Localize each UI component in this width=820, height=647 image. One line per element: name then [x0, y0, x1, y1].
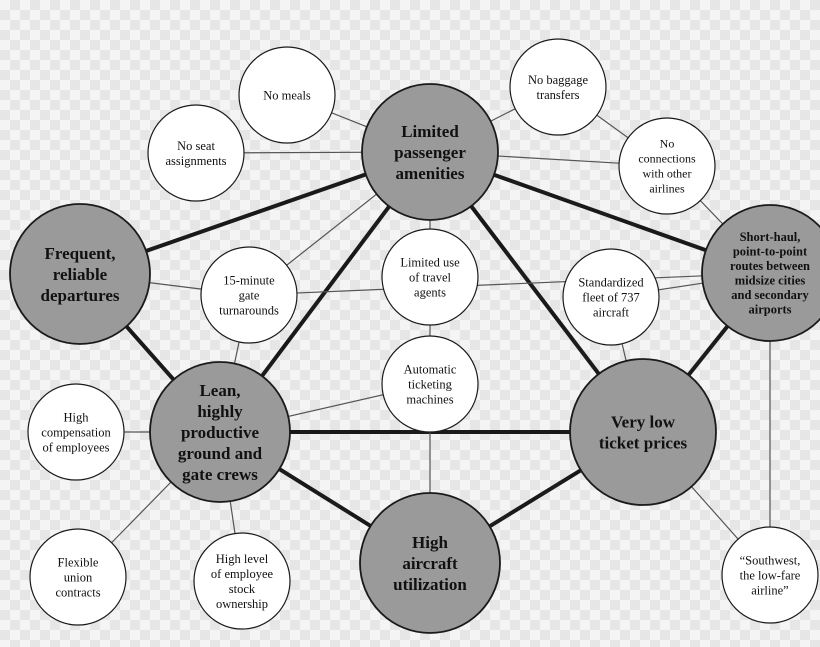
node-circle-gate-turnarounds — [200, 246, 298, 344]
node-label-no-meals: No meals — [263, 88, 311, 102]
node-label-southwest-slogan: airline” — [751, 583, 788, 597]
node-limited-passenger-amenities: Limited passenger amenities — [361, 83, 499, 221]
node-label-no-baggage-transfers: transfers — [536, 88, 579, 102]
node-label-automatic-ticketing: Automatic — [404, 362, 457, 376]
node-label-high-compensation: compensation — [41, 425, 111, 439]
node-label-gate-turnarounds: turnarounds — [219, 303, 279, 317]
node-label-automatic-ticketing: machines — [406, 392, 453, 406]
node-label-high-compensation: of employees — [43, 440, 110, 454]
node-label-limited-travel-agents: Limited use — [400, 255, 460, 269]
node-circle-employee-stock-ownership — [193, 532, 291, 630]
node-label-standardized-fleet: fleet of 737 — [582, 290, 640, 304]
node-circle-automatic-ticketing — [381, 335, 479, 433]
node-label-no-seat-assignments: No seat — [177, 139, 215, 153]
node-label-high-aircraft-utilization: utilization — [393, 575, 467, 594]
node-label-limited-travel-agents: agents — [414, 285, 446, 299]
node-label-southwest-slogan: the low-fare — [740, 568, 801, 582]
node-circle-standardized-fleet — [562, 248, 660, 346]
node-circle-no-connections — [618, 117, 716, 215]
link-gate-turnarounds-to-short-haul-routes — [248, 272, 771, 296]
node-circle-southwest-slogan — [721, 526, 819, 624]
node-label-employee-stock-ownership: ownership — [216, 597, 268, 611]
node-label-no-connections: airlines — [649, 182, 685, 196]
node-label-short-haul-routes: and secondary — [731, 288, 809, 302]
node-label-no-seat-assignments: assignments — [165, 154, 226, 168]
node-label-frequent-reliable-departures: Frequent, — [45, 244, 116, 263]
node-circle-flexible-union-contracts — [29, 528, 127, 626]
node-circle-no-seat-assignments — [147, 104, 245, 202]
node-label-lean-crews: productive — [181, 423, 260, 442]
node-label-short-haul-routes: midsize cities — [735, 274, 806, 288]
node-label-employee-stock-ownership: High level — [216, 552, 269, 566]
node-label-no-baggage-transfers: No baggage — [528, 73, 588, 87]
node-label-lean-crews: highly — [197, 402, 243, 421]
node-label-high-aircraft-utilization: aircraft — [402, 554, 458, 573]
node-frequent-reliable-departures: Frequent, reliable departures — [9, 203, 151, 345]
node-circle-frequent-reliable-departures — [9, 203, 151, 345]
node-circle-high-compensation — [27, 383, 125, 481]
node-label-high-aircraft-utilization: High — [412, 533, 448, 552]
node-label-flexible-union-contracts: union — [64, 570, 93, 584]
node-circle-high-aircraft-utilization — [359, 492, 501, 634]
node-label-limited-passenger-amenities: amenities — [396, 164, 465, 183]
node-label-very-low-ticket-prices: Very low — [611, 412, 676, 431]
node-label-employee-stock-ownership: stock — [229, 582, 256, 596]
node-label-gate-turnarounds: gate — [239, 288, 260, 302]
node-label-very-low-ticket-prices: ticket prices — [599, 433, 688, 452]
node-label-frequent-reliable-departures: departures — [40, 286, 119, 305]
node-label-lean-crews: ground and — [178, 444, 263, 463]
node-circle-no-baggage-transfers — [509, 38, 607, 136]
node-no-meals: No meals — [238, 46, 336, 144]
node-label-short-haul-routes: routes between — [730, 259, 810, 273]
node-circle-very-low-ticket-prices — [569, 358, 717, 506]
node-label-lean-crews: Lean, — [199, 381, 240, 400]
node-label-lean-crews: gate crews — [182, 465, 258, 484]
node-circle-limited-travel-agents — [381, 228, 479, 326]
node-very-low-ticket-prices: Very low ticket prices — [569, 358, 717, 506]
node-label-frequent-reliable-departures: reliable — [53, 265, 108, 284]
node-label-automatic-ticketing: ticketing — [408, 377, 452, 391]
node-label-standardized-fleet: Standardized — [578, 275, 644, 289]
node-label-short-haul-routes: point-to-point — [733, 245, 808, 259]
node-label-limited-travel-agents: of travel — [409, 270, 452, 284]
node-circle-limited-passenger-amenities — [361, 83, 499, 221]
node-label-no-connections: with other — [643, 167, 692, 181]
node-label-flexible-union-contracts: Flexible — [58, 555, 99, 569]
node-label-flexible-union-contracts: contracts — [55, 585, 100, 599]
node-label-southwest-slogan: “Southwest, — [740, 553, 801, 567]
node-circle-lean-crews — [149, 361, 291, 503]
node-label-short-haul-routes: airports — [748, 303, 791, 317]
node-label-gate-turnarounds: 15-minute — [223, 273, 275, 287]
node-label-no-connections: No — [660, 137, 675, 151]
node-label-short-haul-routes: Short-haul, — [740, 230, 801, 244]
node-label-limited-passenger-amenities: Limited — [401, 122, 459, 141]
node-label-standardized-fleet: aircraft — [593, 305, 630, 319]
node-label-employee-stock-ownership: of employee — [211, 567, 274, 581]
node-circle-short-haul-routes — [701, 204, 820, 342]
node-label-high-compensation: High — [64, 410, 90, 424]
node-high-aircraft-utilization: High aircraft utilization — [359, 492, 501, 634]
node-label-no-connections: connections — [638, 152, 696, 166]
node-lean-crews: Lean, highly productive ground and gate crew… — [149, 361, 291, 503]
node-circle-no-meals — [238, 46, 336, 144]
node-label-limited-passenger-amenities: passenger — [394, 143, 466, 162]
